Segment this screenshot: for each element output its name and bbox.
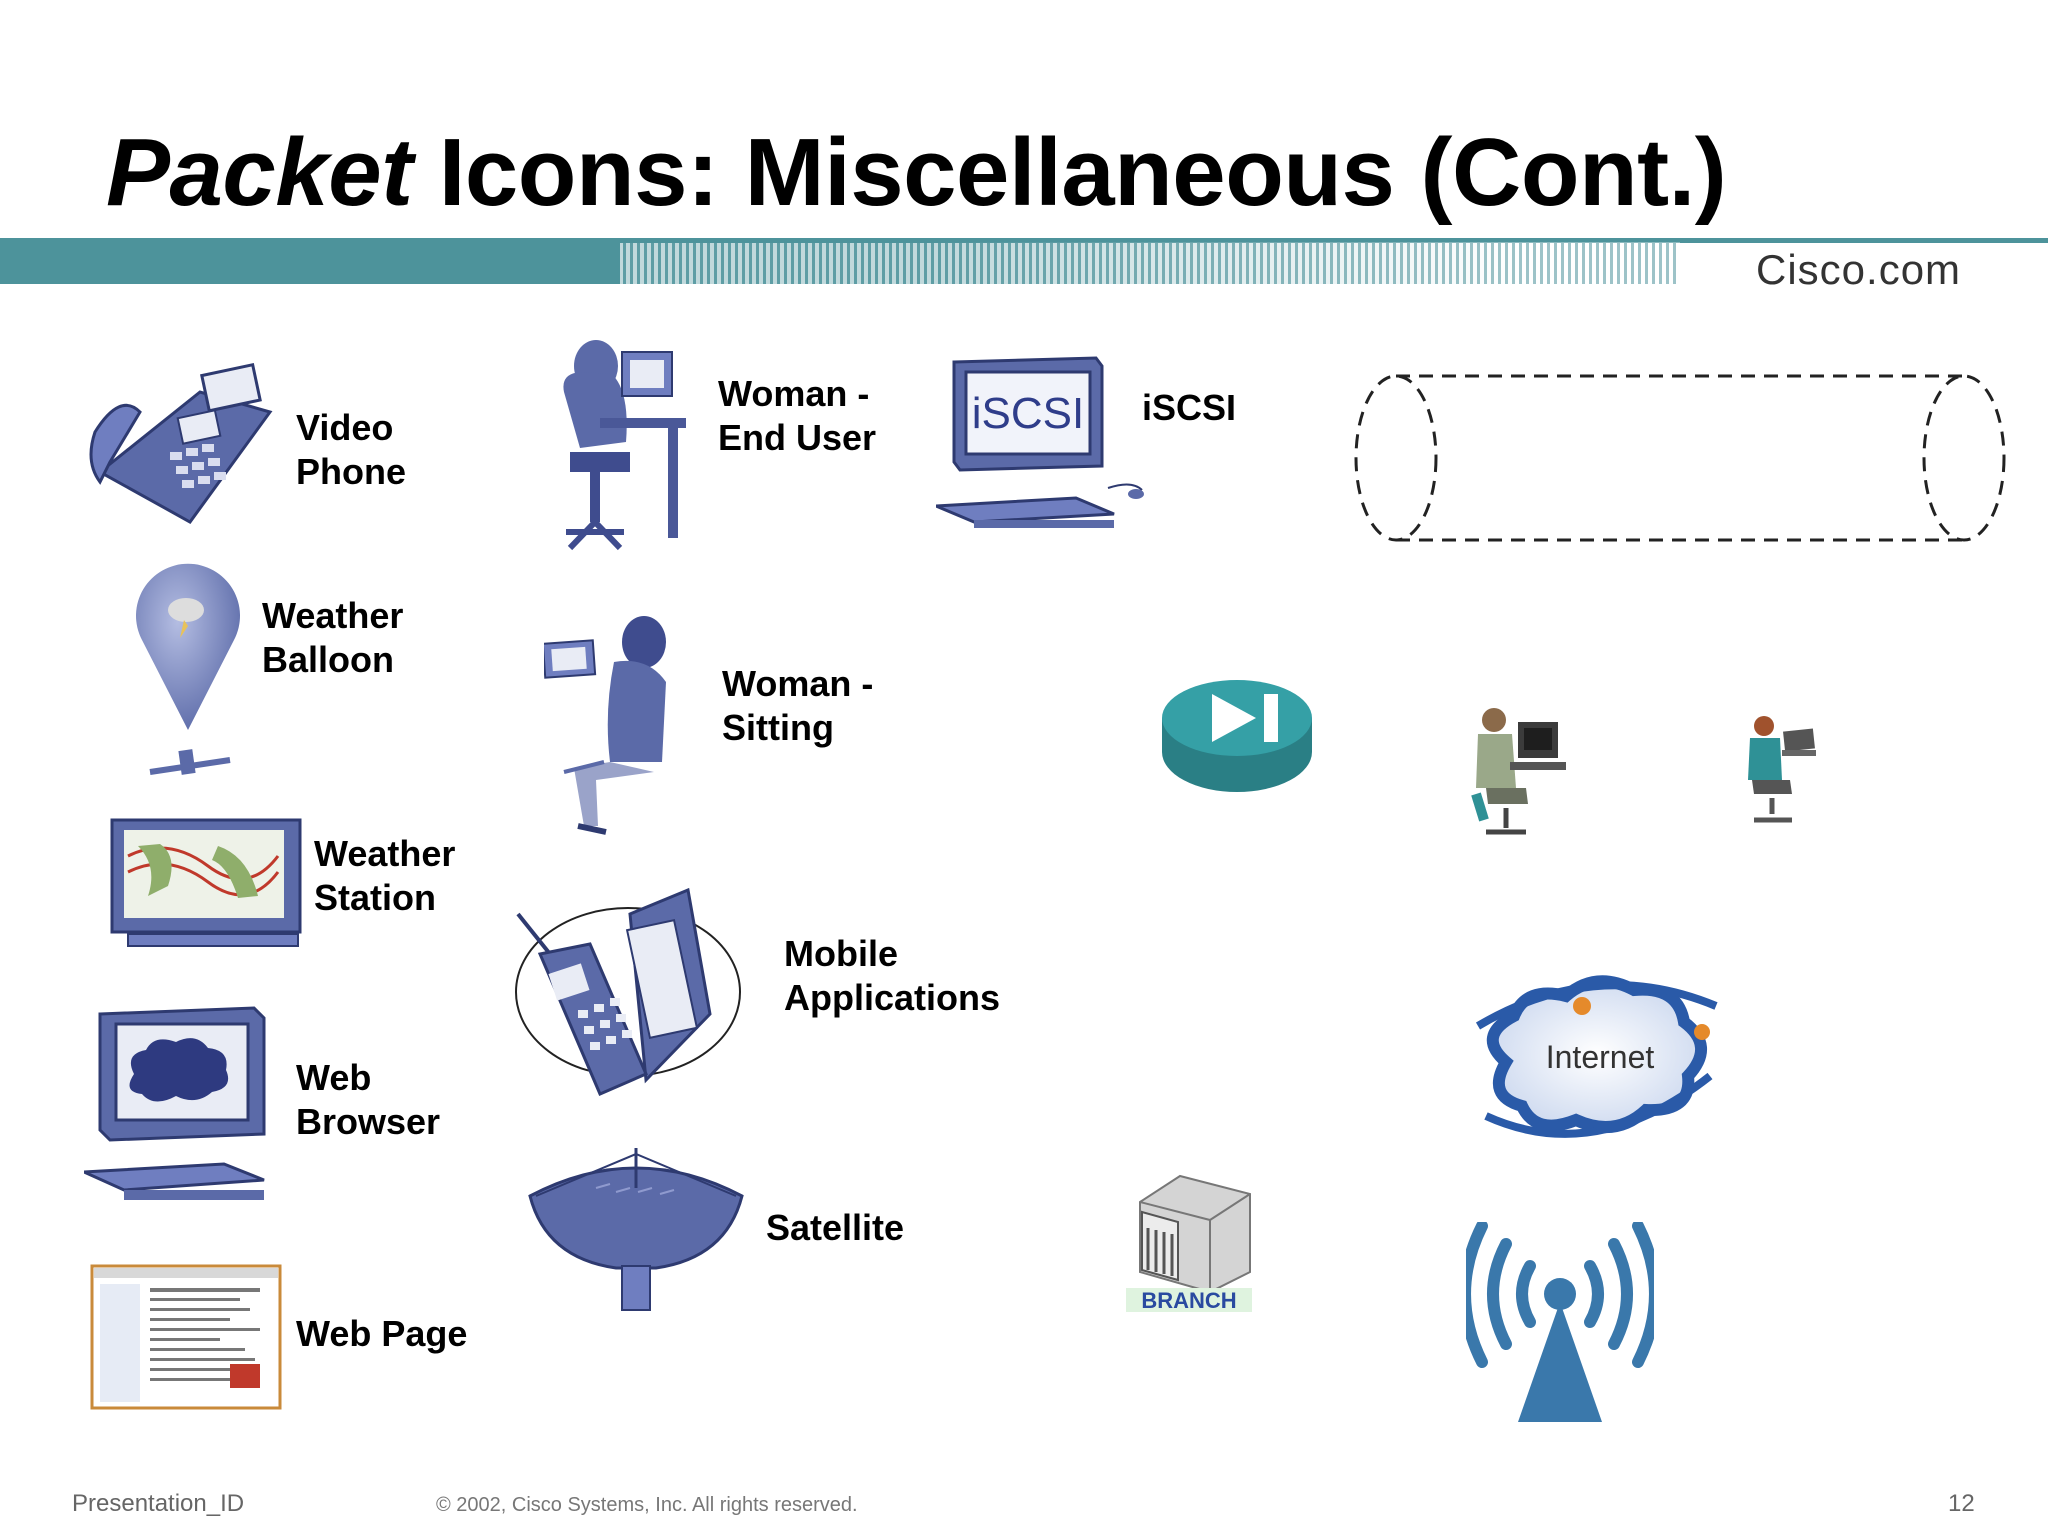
branch-building-icon: BRANCH	[1126, 1174, 1252, 1313]
label-line: Web	[296, 1057, 372, 1098]
title-rest: Icons: Miscellaneous (Cont.)	[412, 119, 1727, 226]
label-line: Weather	[314, 833, 456, 874]
label-woman-end-user: Woman - End User	[718, 372, 876, 460]
label-line: Station	[314, 877, 436, 918]
footer-copyright: © 2002, Cisco Systems, Inc. All rights r…	[436, 1494, 858, 1516]
web-browser-icon	[84, 1006, 266, 1200]
iscsi-computer-icon: iSCSI	[936, 356, 1144, 528]
tunnel-shape-icon	[1354, 374, 2006, 542]
label-iscsi: iSCSI	[1142, 387, 1237, 428]
label-line: End User	[718, 417, 877, 458]
header-band	[0, 238, 2048, 284]
brand-cisco: Cisco.com	[1756, 246, 1962, 293]
label-line: Woman -	[722, 663, 874, 704]
label-mobile-applications: Mobile Applications	[784, 932, 1000, 1020]
label-weather-balloon: Weather Balloon	[262, 594, 403, 682]
label-line: Sitting	[722, 707, 834, 748]
label-line: Phone	[296, 451, 407, 492]
label-web-page: Web Page	[296, 1313, 468, 1354]
label-line: Browser	[296, 1101, 441, 1142]
label-web-browser: Web Browser	[296, 1056, 440, 1144]
title-italic: Packet	[106, 119, 413, 226]
video-phone-icon	[89, 363, 273, 524]
weather-station-icon	[110, 818, 302, 947]
mobile-applications-icon	[515, 887, 741, 1096]
iscsi-screen-text: iSCSI	[972, 389, 1084, 438]
label-satellite: Satellite	[766, 1207, 905, 1248]
woman-laptop-icon	[1748, 716, 1816, 823]
man-workstation-icon	[1471, 708, 1566, 835]
label-line: Weather	[262, 595, 404, 636]
label-line: Mobile	[784, 933, 898, 974]
branch-text: BRANCH	[1141, 1288, 1236, 1313]
footer-presentation-id: Presentation_ID	[72, 1490, 245, 1517]
satellite-dish-icon	[528, 1148, 744, 1311]
teal-play-router-icon	[1162, 680, 1312, 792]
slide-title: Packet Icons: Miscellaneous (Cont.)	[106, 118, 1727, 228]
internet-cloud-text: Internet	[1546, 1039, 1655, 1075]
label-line: Balloon	[262, 639, 394, 680]
label-video-phone: Video Phone	[296, 406, 406, 494]
woman-sitting-icon	[544, 616, 666, 835]
web-page-icon	[90, 1264, 282, 1410]
label-line: Applications	[784, 977, 1001, 1018]
weather-balloon-icon	[136, 563, 240, 775]
internet-cloud-icon: Internet	[1475, 975, 1718, 1138]
footer-page-number: 12	[1948, 1490, 1975, 1517]
label-line: Video	[296, 407, 394, 448]
label-woman-sitting: Woman - Sitting	[722, 662, 873, 750]
woman-end-user-icon	[563, 340, 686, 551]
wireless-access-point-icon	[1466, 1222, 1654, 1422]
label-line: Woman -	[718, 373, 870, 414]
label-weather-station: Weather Station	[314, 832, 455, 920]
